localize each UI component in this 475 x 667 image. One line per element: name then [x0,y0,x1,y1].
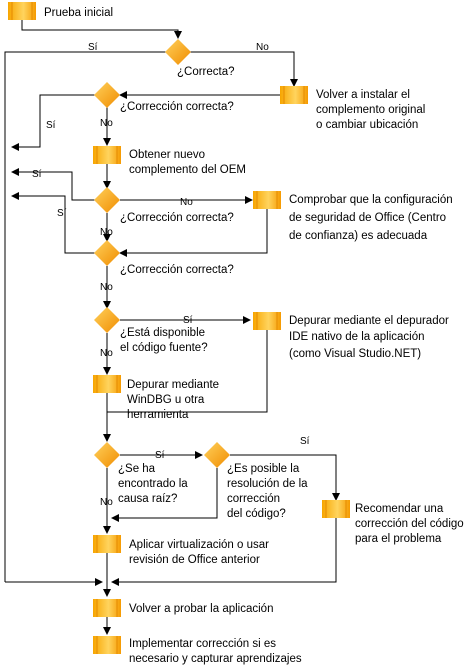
label-reinstall-line3: o cambiar ubicación [316,119,418,131]
label-q1: ¿Correcta? [177,66,235,78]
label-virtual-line2: revisión de Office anterior [129,554,260,566]
shapes [8,2,350,654]
label-trust-line3: de confianza) es adecuada [289,230,428,242]
box-virtual [93,535,121,553]
label-q4: ¿Corrección correcta? [120,264,234,276]
label-q3-down-no: No [100,227,113,238]
diamond-q2 [94,82,120,108]
label-windbg-line3: herramienta [127,409,189,421]
label-q7-line3: corrección [227,493,280,505]
label-q3-yes: Sí [32,169,42,180]
label-ide-line3: (como Visual Studio.NET) [289,348,421,360]
edge-q2-yes [11,94,95,151]
box-retest [93,599,121,617]
box-implement [93,636,121,654]
label-q4-no: No [100,282,113,293]
label-q3: ¿Corrección correcta? [120,212,234,224]
box-oem [93,146,121,164]
label-q6-line1: ¿Se ha [118,463,156,475]
diamond-q5 [94,307,120,333]
label-start: Prueba inicial [44,7,113,19]
label-q5-line2: el código fuente? [120,342,208,354]
label-ide-line1: Depurar mediante el depurador [289,315,449,327]
label-implement-line1: Implementar corrección si es [129,638,276,650]
label-q6-yes: Sí [155,450,165,461]
diamond-q6 [94,442,120,468]
diamond-q4 [94,240,120,266]
label-q7-line2: resolución de la [227,478,308,490]
label-q7-yes: Sí [300,436,310,447]
label-q3-no: No [180,197,193,208]
edge-labels: Sí No Sí No Sí No No Sí No Sí No Sí Sí N… [32,42,310,508]
label-q5-yes: Sí [183,315,193,326]
label-q7-line4: del código? [227,508,286,520]
edge-ide-merge [107,330,268,413]
label-reinstall-line1: Volver a instalar el [316,89,410,101]
label-trust-line2: de seguridad de Office (Centro [289,212,446,224]
label-q2-yes: Sí [46,120,56,131]
connectors [4,20,340,635]
diamond-q7 [204,442,230,468]
box-ide [253,312,281,330]
label-retest: Volver a probar la aplicación [129,603,273,615]
edge-trust-q4 [119,209,268,257]
label-q4-yes: Sí [57,208,67,219]
edge-q1-yes [4,51,166,582]
box-start [8,2,36,20]
diamond-q3 [94,187,120,213]
box-windbg [93,375,121,393]
label-implement-line2: necesario y capturar aprendizajes [129,653,302,665]
diamond-q1 [165,39,191,65]
label-q5-line1: ¿Está disponible [120,327,205,339]
label-trust-line1: Comprobar que la configuración [289,194,453,206]
label-q5-no: No [100,348,113,359]
label-q6-line3: causa raíz? [118,493,177,505]
label-recommend-line3: para el problema [355,533,442,545]
label-q2: ¿Corrección correcta? [120,101,234,113]
label-q7-line1: ¿Es posible la [227,463,300,475]
edge-start-q1 [21,20,182,39]
node-labels: Prueba inicial ¿Correcta? Volver a insta… [44,7,464,665]
label-virtual-line1: Aplicar virtualización o usar [129,539,269,551]
label-recommend-line2: corrección del código [355,518,464,530]
label-windbg-line2: WinDBG u otra [127,394,205,406]
edge-q1-no [190,51,298,87]
edge-q7-no [111,468,218,522]
edge-q4-yes [11,192,95,254]
label-oem-line1: Obtener nuevo [129,149,205,161]
edge-q7-yes [230,454,340,501]
edge-recommend-retest [111,518,337,586]
edge-q3-yes [11,168,95,201]
box-trust [253,191,281,209]
box-reinstall [280,86,308,104]
label-oem-line2: complemento del OEM [129,164,246,176]
label-q2-no: No [100,118,113,129]
label-q6-no: No [100,497,113,508]
label-q1-yes: Sí [88,42,98,53]
label-recommend-line1: Recomendar una [355,503,444,515]
label-reinstall-line2: complemento original [316,104,425,116]
label-ide-line2: IDE nativo de la aplicación [289,331,425,343]
label-q6-line2: encontrado la [118,478,188,490]
label-q1-no: No [256,42,269,53]
box-recommend [322,500,350,518]
label-windbg-line1: Depurar mediante [127,379,219,391]
